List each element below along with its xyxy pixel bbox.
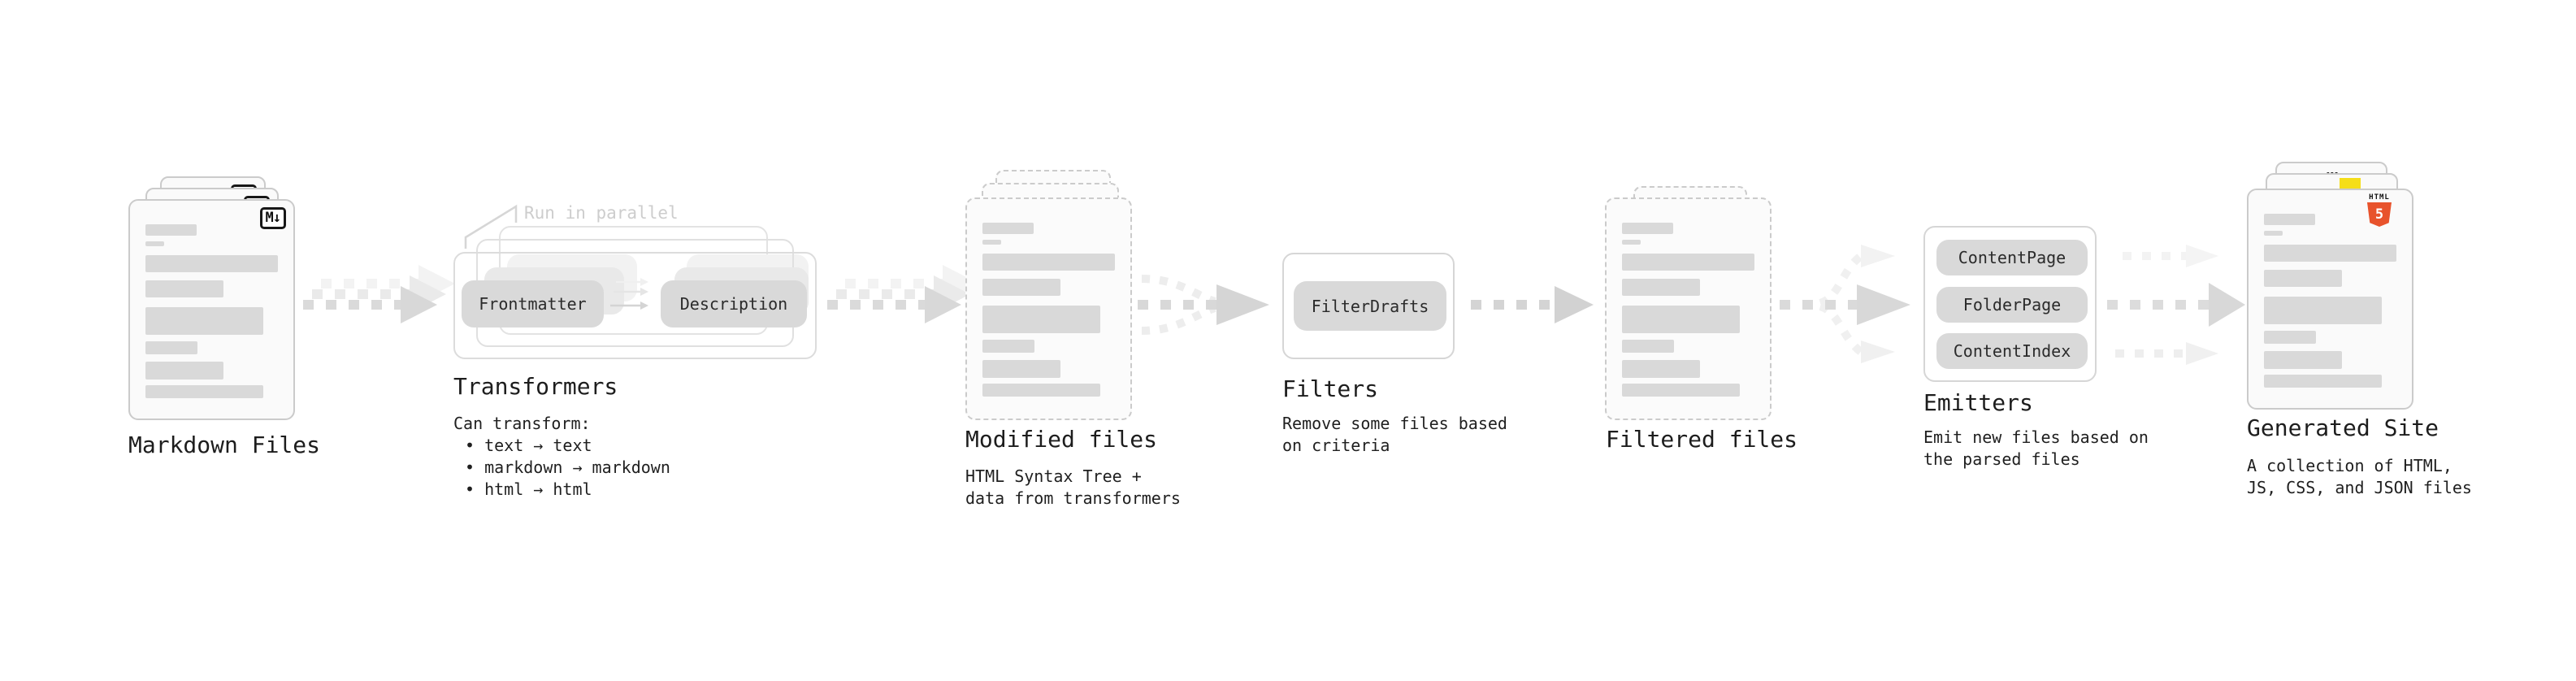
skeleton-text-bar [1622,254,1754,271]
stage-title-filtered-files: Filtered files [1606,426,1798,453]
stage-title-emitters: Emitters [1923,389,2033,416]
transformer-frontmatter-pill: Frontmatter [462,280,604,327]
generated-site-caption: A collection of HTML, JS, CSS, and JSON … [2247,456,2472,497]
parallel-arrows-icon [2107,245,2245,365]
skeleton-text-bar [2264,270,2342,287]
flow-arrow-stacked-icon [303,265,453,323]
skeleton-text-bar [145,341,197,354]
skeleton-text-bar [2264,297,2382,324]
flow-arrow-stacked-icon [827,265,978,323]
modified-file-card-front [965,197,1132,420]
flow-arrow-icon [1471,286,1594,323]
skeleton-text-bar [2264,231,2283,236]
skeleton-text-bar [1622,279,1700,296]
stage-title-markdown-files: Markdown Files [128,432,321,458]
skeleton-text-bar [145,362,223,380]
diverging-arrows-icon [1780,245,1910,363]
converging-arrows-icon [1138,275,1269,335]
stage-title-modified-files: Modified files [965,426,1158,453]
markdown-file-card-front: M↓ [128,199,295,420]
filter-drafts-pill: FilterDrafts [1294,281,1446,331]
skeleton-text-bar [1622,306,1740,333]
javascript-icon [2340,178,2361,189]
stage-title-transformers: Transformers [453,373,618,400]
filters-caption: Remove some files based on criteria [1282,414,1507,455]
skeleton-text-bar [1622,240,1641,245]
skeleton-text-bar [1622,384,1740,397]
skeleton-text-bar [1622,223,1673,234]
transformer-description-pill: Description [661,280,807,327]
skeleton-text-bar [145,280,223,297]
skeleton-text-bar [145,241,164,246]
stage-title-generated-site: Generated Site [2247,414,2439,441]
skeleton-text-bar [1622,340,1674,353]
skeleton-text-bar [2264,351,2342,369]
skeleton-text-bar [982,279,1060,296]
skeleton-text-bar [145,385,263,398]
skeleton-text-bar [2264,331,2316,344]
skeleton-text-bar [982,360,1060,378]
pill-connector-arrows-icon [610,278,648,310]
html5-icon: HTML 5 [2365,193,2394,227]
transformer-layer-front [453,252,817,359]
run-in-parallel-note: Run in parallel [524,203,679,223]
content-index-pill: ContentIndex [1936,333,2088,369]
filters-panel: FilterDrafts [1282,253,1455,359]
emitters-panel: ContentPage FolderPage ContentIndex [1923,226,2097,382]
emitters-caption: Emit new files based on the parsed files [1923,427,2149,469]
skeleton-text-bar [982,223,1034,234]
skeleton-text-bar [982,306,1100,333]
skeleton-text-bar [145,307,263,335]
skeleton-text-bar [145,255,278,272]
folder-page-pill: FolderPage [1936,287,2088,323]
skeleton-text-bar [982,384,1100,397]
skeleton-text-bar [2264,375,2382,388]
content-page-pill: ContentPage [1936,240,2088,275]
skeleton-text-bar [982,240,1001,245]
generated-file-card-front: HTML 5 [2247,189,2413,410]
skeleton-text-bar [2264,245,2396,262]
modified-files-caption: HTML Syntax Tree + data from transformer… [965,466,1181,508]
markdown-icon: M↓ [259,207,286,229]
skeleton-text-bar [145,224,197,236]
skeleton-text-bar [1622,360,1700,378]
skeleton-text-bar [982,340,1034,353]
stage-title-filters: Filters [1282,375,1379,402]
transformers-caption: Can transform: • text → text • markdown … [453,414,670,499]
skeleton-text-bar [2264,214,2315,225]
callout-leader-line [464,204,518,249]
skeleton-text-bar [982,254,1115,271]
filtered-file-card-front [1605,197,1772,420]
